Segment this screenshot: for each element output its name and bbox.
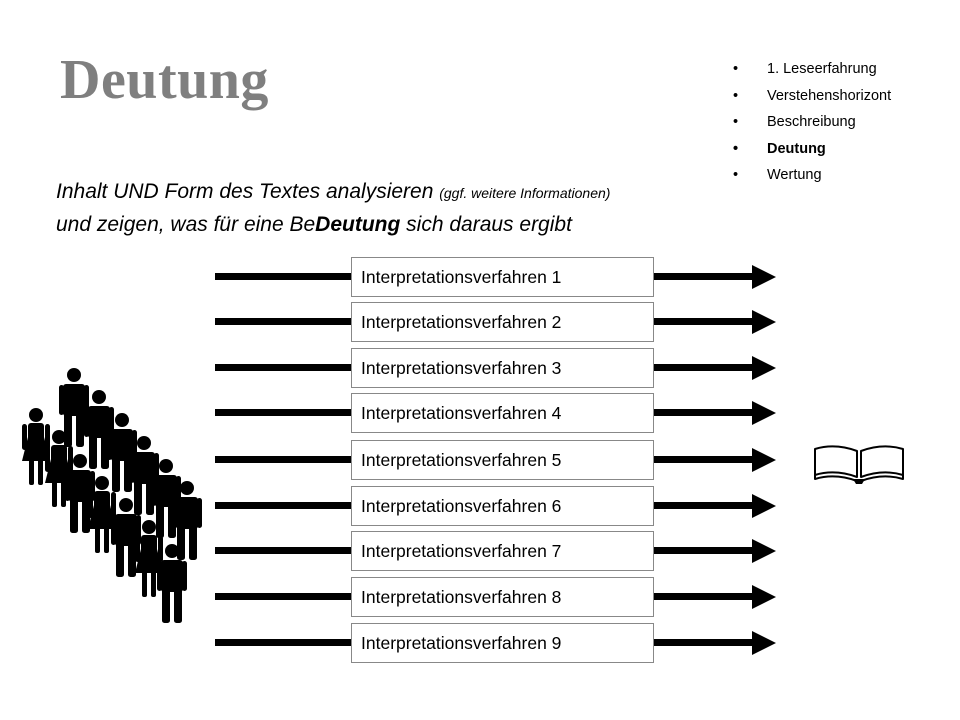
method-label: Interpretationsverfahren 4 <box>351 393 654 433</box>
method-row-5: Interpretationsverfahren 5 <box>0 440 960 480</box>
method-label: Interpretationsverfahren 5 <box>351 440 654 480</box>
subtitle-line2-pre: und zeigen, was für eine Be <box>56 213 316 236</box>
page-title: Deutung <box>60 49 269 111</box>
method-row-3: Interpretationsverfahren 3 <box>0 348 960 388</box>
method-label: Interpretationsverfahren 8 <box>351 577 654 617</box>
method-row-6: Interpretationsverfahren 6 <box>0 486 960 526</box>
method-label: Interpretationsverfahren 9 <box>351 623 654 663</box>
method-row-9: Interpretationsverfahren 9 <box>0 623 960 663</box>
arrow-shaft-right <box>654 364 754 371</box>
method-label: Interpretationsverfahren 3 <box>351 348 654 388</box>
agenda-item-beschreibung: Beschreibung <box>733 109 891 136</box>
agenda-item-leseerfahrung: 1. Leseerfahrung <box>733 56 891 83</box>
arrow-shaft-left <box>215 318 355 325</box>
arrow-right-icon <box>752 401 776 425</box>
method-row-1: Interpretationsverfahren 1 <box>0 257 960 297</box>
arrow-right-icon <box>752 265 776 289</box>
method-row-8: Interpretationsverfahren 8 <box>0 577 960 617</box>
method-label: Interpretationsverfahren 7 <box>351 531 654 571</box>
arrow-shaft-left <box>215 639 355 646</box>
arrow-shaft-left <box>215 273 355 280</box>
arrow-shaft-right <box>654 318 754 325</box>
method-label: Interpretationsverfahren 2 <box>351 302 654 342</box>
arrow-right-icon <box>752 310 776 334</box>
agenda-item-wertung: Wertung <box>733 162 891 189</box>
arrow-shaft-right <box>654 456 754 463</box>
arrow-right-icon <box>752 448 776 472</box>
arrow-shaft-left <box>215 502 355 509</box>
method-label: Interpretationsverfahren 6 <box>351 486 654 526</box>
arrow-shaft-right <box>654 639 754 646</box>
agenda-item-deutung: Deutung <box>733 136 891 163</box>
arrow-shaft-right <box>654 502 754 509</box>
agenda-item-verstehenshorizont: Verstehenshorizont <box>733 83 891 110</box>
arrow-right-icon <box>752 494 776 518</box>
arrow-shaft-left <box>215 456 355 463</box>
subtitle-line2-post: sich daraus ergibt <box>400 213 572 236</box>
subtitle-line1-main: Inhalt UND Form des Textes analysieren <box>56 180 440 203</box>
arrow-shaft-left <box>215 547 355 554</box>
arrow-right-icon <box>752 585 776 609</box>
subtitle-line1-note: (ggf. weitere Informationen) <box>439 185 611 201</box>
arrow-right-icon <box>752 539 776 563</box>
subtitle-line2-bold: Deutung <box>315 213 401 236</box>
arrow-shaft-right <box>654 409 754 416</box>
method-row-4: Interpretationsverfahren 4 <box>0 393 960 433</box>
arrow-shaft-right <box>654 593 754 600</box>
method-row-2: Interpretationsverfahren 2 <box>0 302 960 342</box>
method-label: Interpretationsverfahren 1 <box>351 257 654 297</box>
arrow-shaft-right <box>654 273 754 280</box>
people-group-icon <box>22 368 202 623</box>
arrow-shaft-right <box>654 547 754 554</box>
arrow-shaft-left <box>215 364 355 371</box>
agenda-list: 1. Leseerfahrung Verstehenshorizont Besc… <box>733 56 891 189</box>
arrow-shaft-left <box>215 409 355 416</box>
slide-subtitle: Inhalt UND Form des Textes analysieren (… <box>56 176 610 240</box>
arrow-right-icon <box>752 631 776 655</box>
arrow-right-icon <box>752 356 776 380</box>
open-book-icon <box>814 445 904 484</box>
method-row-7: Interpretationsverfahren 7 <box>0 531 960 571</box>
arrow-shaft-left <box>215 593 355 600</box>
